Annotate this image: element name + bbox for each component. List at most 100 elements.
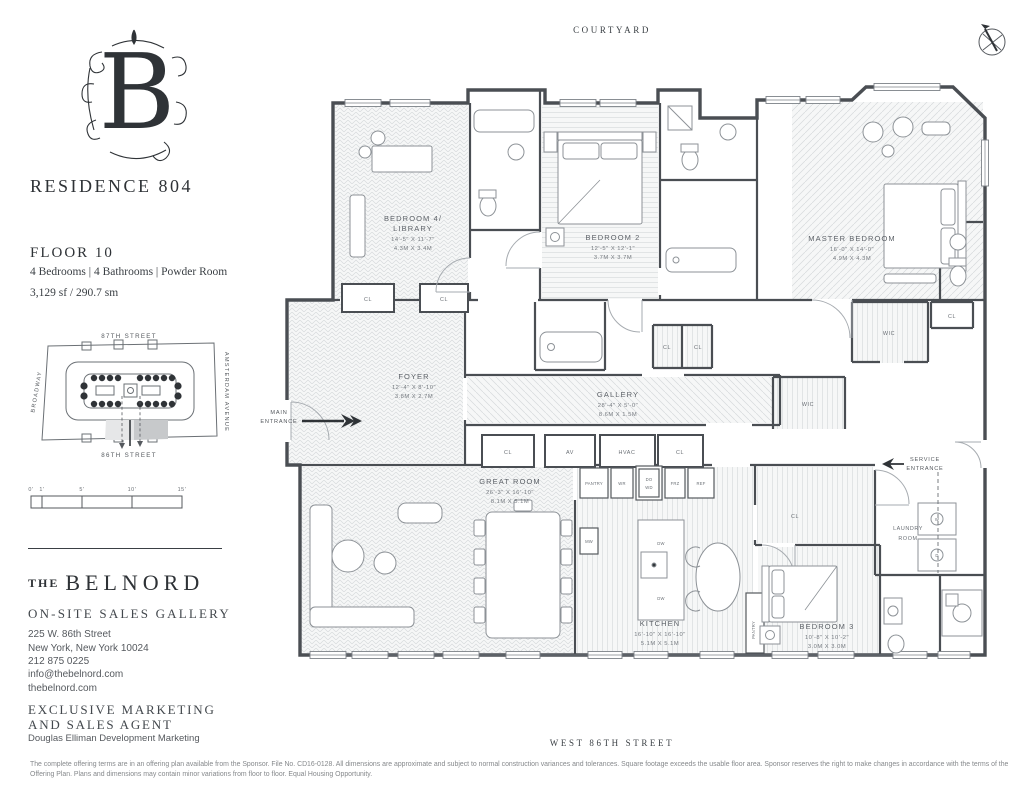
furniture — [309, 105, 983, 654]
kitchen-dim-ft: 16'-10" X 16'-10" — [634, 632, 686, 638]
site-map-unit-highlight — [133, 420, 168, 440]
av-closet-label: AV — [566, 450, 574, 456]
scale-tick-0: 0' — [28, 487, 33, 493]
closet-label: CL — [791, 514, 799, 520]
appliance-band — [579, 465, 765, 654]
dishwasher-label: DW — [657, 541, 664, 546]
sales-gallery-address: 225 W. 86th Street New York, New York 10… — [28, 628, 149, 669]
washer-label: W — [935, 517, 939, 522]
address-line2: New York, New York 10024 — [28, 642, 149, 654]
floor-label: FLOOR 10 — [30, 245, 114, 261]
hvac-closet-label: HVAC — [619, 450, 636, 456]
closet-label: CL — [663, 345, 671, 351]
scale-tick-10: 10' — [128, 487, 137, 493]
brand-the: THE — [28, 576, 60, 590]
bedroom4-label-line2: LIBRARY — [393, 224, 433, 233]
master-bedroom-dim-m: 4.9M X 4.3M — [833, 256, 871, 262]
closet-label: CL — [694, 345, 702, 351]
closet-label: CL — [504, 450, 512, 456]
agent-heading: EXCLUSIVE MARKETING AND SALES AGENT — [28, 702, 216, 732]
bedroom4-dim-m: 4.3M X 3.4M — [394, 246, 432, 252]
closet-label: CL — [364, 297, 372, 303]
entrance-labels: MAIN ENTRANCE SERVICE ENTRANCE — [260, 410, 943, 472]
master-bedroom-dim-ft: 16'-0" X 14'-0" — [830, 247, 874, 253]
master-bedroom-label: MASTER BEDROOM — [808, 234, 896, 243]
site-map-street-left: BROADWAY — [30, 370, 43, 413]
wic-label: WIC — [883, 331, 895, 337]
contact-website: thebelnord.com — [28, 682, 97, 694]
small-tags: CL CL CL CL CL AV HVAC CL CL CL WIC WIC … — [364, 297, 956, 639]
sales-gallery-heading: ON-SITE SALES GALLERY — [28, 606, 231, 621]
site-map-unit-highlight-light — [105, 420, 134, 440]
floor-plan: COURTYARD WEST 86TH STREET — [260, 24, 1006, 748]
scale-tick-5: 5' — [79, 487, 84, 493]
closet-label: CL — [440, 297, 448, 303]
courtyard-label: COURTYARD — [573, 25, 651, 35]
agent-name: Douglas Elliman Development Marketing — [28, 733, 200, 744]
service-entrance-label-line1: SERVICE — [910, 457, 940, 463]
sidebar: B RESIDENCE 804 FLOOR 10 4 Bedrooms | 4 … — [0, 0, 262, 800]
residence-title: RESIDENCE 804 — [30, 176, 193, 196]
agent-heading-line1: EXCLUSIVE MARKETING — [28, 702, 216, 717]
bedroom2-label: BEDROOM 2 — [586, 233, 641, 242]
closet-label: CL — [948, 314, 956, 320]
microwave-label: MW — [585, 539, 593, 544]
agent-heading-line2: AND SALES AGENT — [28, 717, 173, 732]
wic-label: WIC — [802, 402, 814, 408]
main-entrance-label-line2: ENTRANCE — [260, 419, 297, 425]
refrigerator-label: REF — [697, 481, 706, 486]
legal-disclaimer: The complete offering terms are in an of… — [30, 761, 1009, 778]
closet-band — [341, 283, 704, 468]
bedroom4-dim-ft: 14'-5" X 11'-7" — [391, 237, 435, 243]
pantry-label: PANTRY — [751, 621, 756, 639]
foyer-label: FOYER — [398, 372, 429, 381]
closet-label: CL — [676, 450, 684, 456]
kitchen-label: KITCHEN — [640, 619, 681, 628]
site-map-street-right: AMSTERDAM AVENUE — [223, 352, 229, 432]
foyer-dim-ft: 12'-4" X 8'-10" — [392, 385, 436, 391]
service-entrance-arrow — [882, 458, 904, 470]
double-oven-label: DO — [646, 477, 653, 482]
west-86th-street-label: WEST 86TH STREET — [550, 738, 674, 748]
site-map-unit-dots — [80, 374, 182, 408]
address-line3: 212 875 0225 — [28, 656, 90, 667]
scale-bar: 0' 1' 5' 10' 15' — [28, 487, 187, 509]
bedroom2-dim-m: 3.7M X 3.7M — [594, 255, 632, 261]
bedroom3-dim-ft: 10'-8" X 10'-2" — [805, 635, 849, 641]
door-swings — [290, 231, 982, 578]
bedroom4-label-line1: BEDROOM 4/ — [384, 214, 442, 223]
site-map-street-bottom: 86TH STREET — [101, 452, 157, 459]
brand-name: THE BELNORD — [28, 570, 204, 596]
dryer-label: D — [935, 553, 938, 558]
site-map: 87TH STREET 86TH STREET BROADWAY AMSTERD… — [30, 333, 229, 459]
compass-icon — [978, 24, 1006, 56]
freezer-label: FRZ — [671, 481, 680, 486]
great-room-dim-m: 8.1M X 5.1M — [491, 499, 529, 505]
entrance-openings — [283, 400, 989, 468]
room-labels: BEDROOM 4/ LIBRARY 14'-5" X 11'-7" 4.3M … — [384, 214, 923, 650]
bedroom3-label: BEDROOM 3 — [800, 622, 855, 631]
main-entrance-arrow — [302, 414, 362, 428]
site-map-street-top: 87TH STREET — [101, 333, 157, 340]
main-entrance-label-line1: MAIN — [270, 410, 287, 416]
warming-drawer2-label: WD — [645, 485, 652, 490]
foyer-dim-m: 3.8M X 2.7M — [395, 394, 433, 400]
scale-tick-1: 1' — [39, 487, 44, 493]
bedroom2-dim-ft: 12'-5" X 12'-1" — [591, 246, 635, 252]
kitchen-dim-m: 5.1M X 5.1M — [641, 641, 679, 647]
great-room-dim-ft: 26'-3" X 16'-10" — [486, 490, 534, 496]
pantry-label: PANTRY — [585, 481, 603, 486]
bedroom3-dim-m: 3.0M X 3.0M — [808, 644, 846, 650]
scale-tick-15: 15' — [178, 487, 187, 493]
service-entrance-label-line2: ENTRANCE — [906, 466, 943, 472]
warming-drawer-label: WR — [618, 481, 625, 486]
unit-area: 3,129 sf / 290.7 sm — [30, 287, 119, 299]
unit-summary: 4 Bedrooms | 4 Bathrooms | Powder Room — [30, 266, 228, 278]
gallery-dim-ft: 28'-4" X 5'-0" — [598, 403, 638, 409]
laundry-label-line1: LAUNDRY — [893, 526, 923, 532]
laundry-label-line2: ROOM — [898, 536, 917, 542]
dishwasher-label: DW — [657, 596, 664, 601]
contact-email: info@thebelnord.com — [28, 669, 124, 680]
brand-belnord: BELNORD — [65, 570, 205, 595]
gallery-dim-m: 8.6M X 1.5M — [599, 412, 637, 418]
